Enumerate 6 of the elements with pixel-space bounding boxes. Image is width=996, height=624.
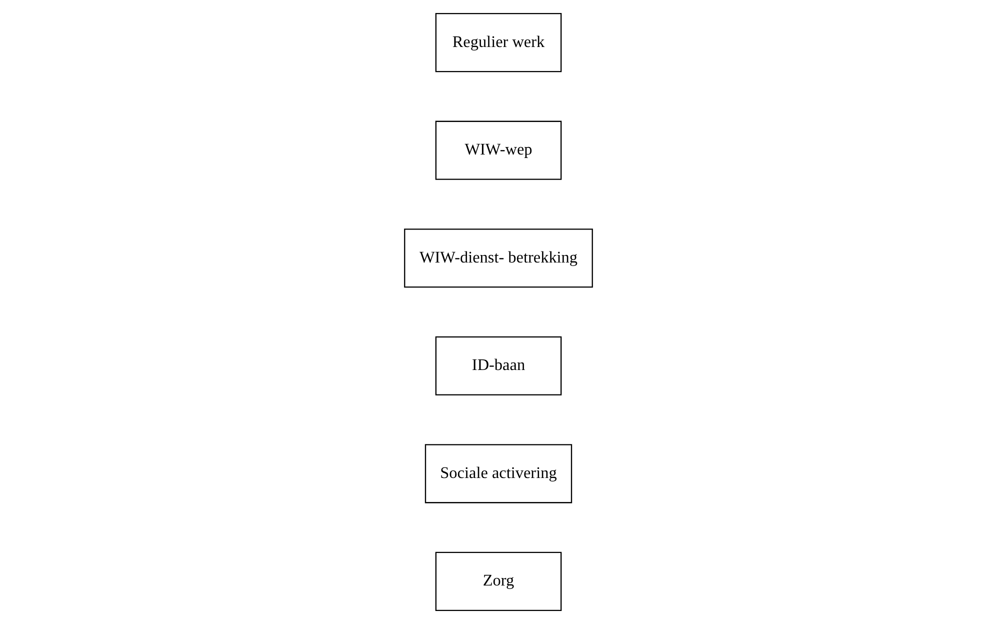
- node-box: WIW-wep: [434, 120, 562, 180]
- node-box: ID-baan: [434, 336, 562, 396]
- node-box: Regulier werk: [434, 13, 562, 72]
- node-box: Sociale activering: [424, 444, 572, 504]
- node-box: WIW-dienst- betrekking: [404, 228, 592, 288]
- node-box: Zorg: [434, 552, 562, 611]
